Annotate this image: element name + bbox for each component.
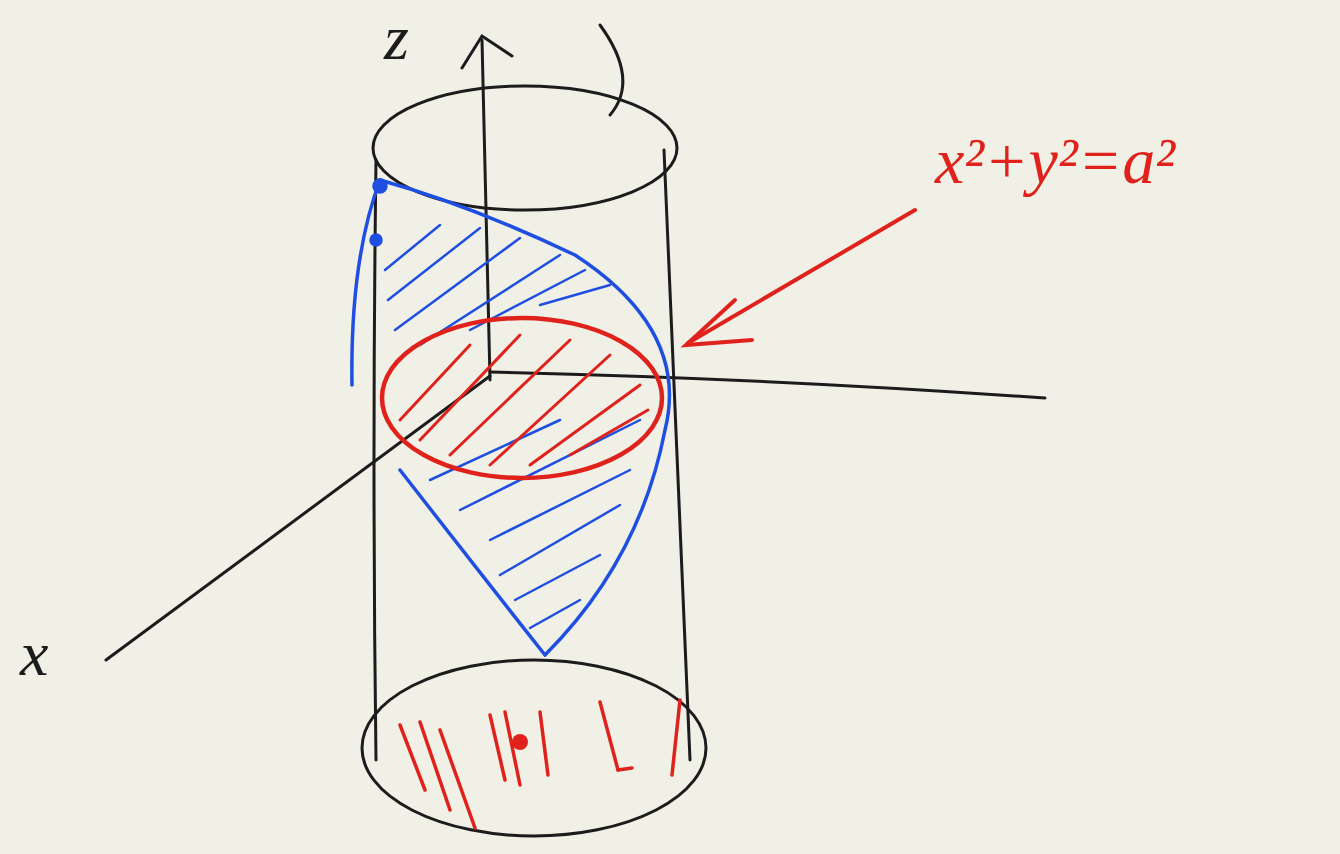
cylinder-bottom — [362, 660, 706, 836]
blue-region-outline — [352, 180, 380, 385]
point — [374, 180, 386, 192]
leader-arrowhead — [686, 300, 752, 345]
cut-stroke — [600, 25, 623, 115]
blue-hatching — [385, 225, 640, 628]
equation-label: x²+y²=a² — [935, 128, 1175, 194]
z-arrowhead — [462, 36, 512, 68]
axis-label: z — [384, 6, 409, 70]
blue-region-outline — [380, 180, 669, 655]
bottom-hatching — [400, 700, 680, 828]
point — [371, 235, 381, 245]
x-axis — [106, 376, 490, 660]
cylinder-left-side — [374, 160, 376, 760]
z-axis — [482, 40, 490, 380]
red-disk — [382, 318, 662, 478]
point — [512, 734, 528, 750]
axis-label: x — [20, 622, 48, 686]
red-hatching — [400, 335, 648, 465]
cylinder-right-side — [664, 150, 690, 760]
y-axis — [490, 372, 1045, 398]
leader-arrow — [688, 210, 915, 343]
